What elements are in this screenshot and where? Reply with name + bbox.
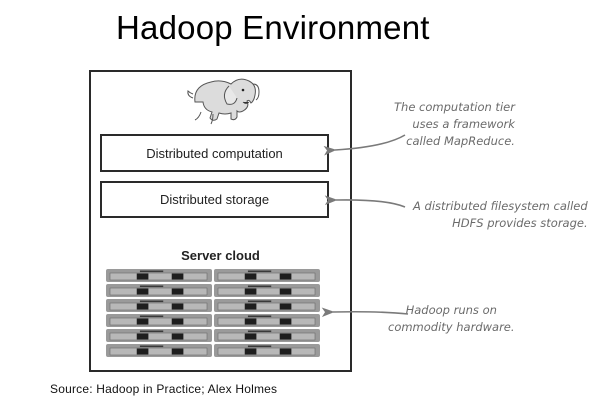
drive-slot [244,303,257,310]
drive-slot [171,318,184,325]
server-unit [214,269,320,282]
distributed-computation-box: Distributed computation [100,134,329,172]
drive-slot [244,333,257,340]
server-unit [214,299,320,312]
annotation-hdfs: A distributed filesystem called HDFS pro… [413,198,588,232]
drive-slot [136,348,149,355]
drive-slot [136,333,149,340]
server-unit [214,344,320,357]
annotation-commodity-hardware: Hadoop runs on commodity hardware. [388,302,515,336]
drive-slot [171,288,184,295]
annotation-line: Hadoop runs on [405,303,497,317]
annotation-line: A distributed filesystem called [413,199,588,213]
distributed-storage-box: Distributed storage [100,181,329,218]
source-citation: Source: Hadoop in Practice; Alex Holmes [50,382,278,396]
distributed-computation-label: Distributed computation [146,145,283,161]
server-unit [106,269,212,282]
server-unit [106,344,212,357]
drive-slot [279,333,292,340]
drive-slot [136,318,149,325]
annotation-mapreduce: The computation tier uses a framework ca… [394,99,515,150]
hadoop-stack-box [89,70,352,372]
annotation-line: The computation tier [394,100,515,114]
drive-slot [171,273,184,280]
annotation-line: HDFS provides storage. [452,216,588,230]
annotation-line: uses a framework [412,117,515,131]
drive-slot [279,273,292,280]
drive-slot [171,333,184,340]
server-cloud-label: Server cloud [181,248,260,263]
drive-slot [136,288,149,295]
distributed-storage-label: Distributed storage [159,192,270,207]
server-unit [106,329,212,342]
server-unit [214,314,320,327]
server-unit [106,284,212,297]
drive-slot [279,348,292,355]
drive-slot [136,273,149,280]
server-unit [214,329,320,342]
server-rack [106,269,320,357]
drive-slot [171,303,184,310]
annotation-line: called MapReduce. [406,134,515,148]
drive-slot [279,288,292,295]
drive-slot [244,318,257,325]
annotation-line: commodity hardware. [388,320,515,334]
slide-title: Hadoop Environment [116,9,430,46]
drive-slot [279,318,292,325]
drive-slot [171,348,184,355]
drive-slot [279,303,292,310]
server-unit [214,284,320,297]
hadoop-elephant-icon [187,78,260,125]
server-unit [106,299,212,312]
drive-slot [244,348,257,355]
drive-slot [244,288,257,295]
server-unit [106,314,212,327]
drive-slot [136,303,149,310]
drive-slot [244,273,257,280]
